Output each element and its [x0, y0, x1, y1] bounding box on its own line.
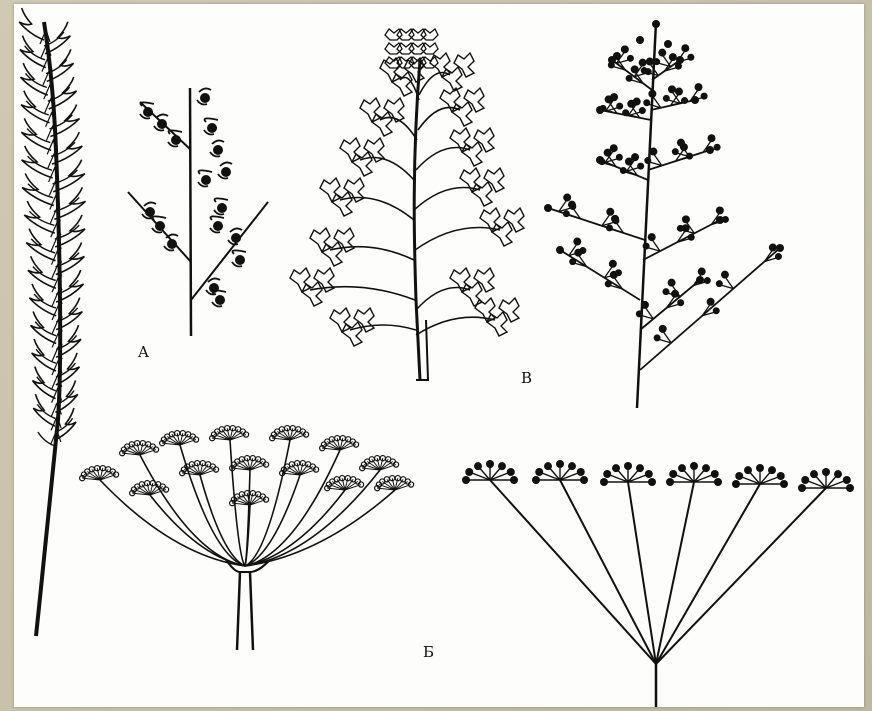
label-v: В — [521, 369, 532, 387]
label-a: A — [138, 343, 149, 361]
raceme-drawing — [128, 88, 268, 336]
simple-umbel-drawing — [462, 460, 854, 707]
spike-inflorescence-drawing — [19, 8, 85, 636]
compound-panicle-drawing — [544, 20, 784, 408]
compound-umbel-drawing — [80, 426, 414, 650]
label-b: Б — [423, 643, 434, 661]
panicle-drawing — [290, 29, 524, 380]
